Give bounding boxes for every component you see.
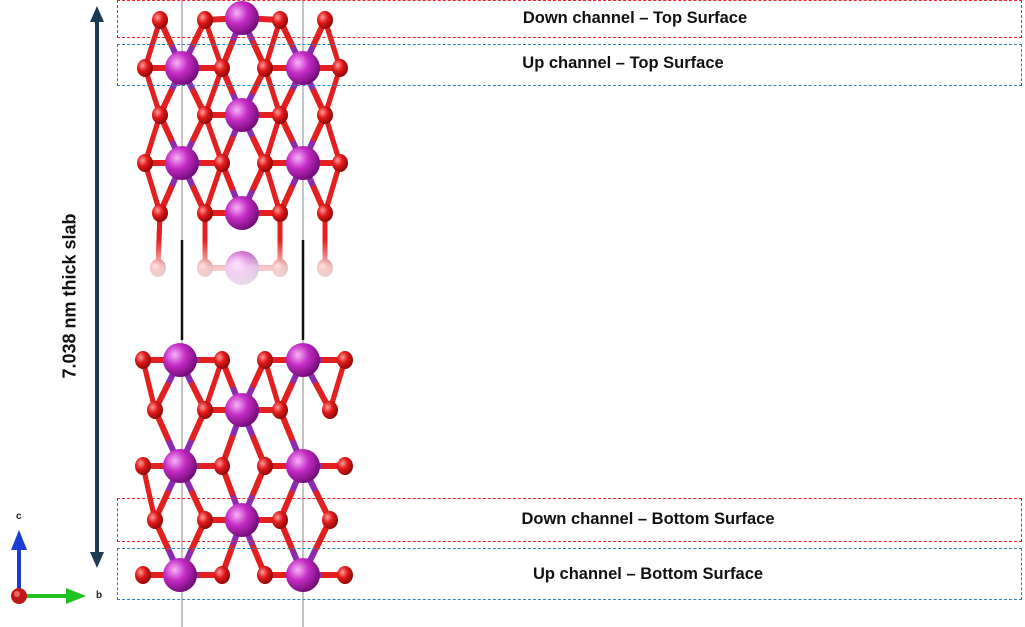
axis-label-c: c <box>16 511 22 522</box>
gap-cell-lines <box>180 240 305 340</box>
region-up-bottom <box>117 548 1022 600</box>
axis-indicator <box>11 530 86 604</box>
oxygen-atom <box>135 457 151 475</box>
metal-atom <box>165 51 199 85</box>
thickness-arrow <box>90 6 104 568</box>
oxygen-atom <box>152 204 168 222</box>
oxygen-atom <box>214 154 230 172</box>
region-up-top <box>117 44 1022 86</box>
metal-atom <box>286 51 320 85</box>
label-down-top: Down channel – Top Surface <box>522 9 748 27</box>
oxygen-atom <box>214 457 230 475</box>
oxygen-atom <box>197 511 213 529</box>
thickness-label: 7.038 nm thick slab <box>59 213 80 379</box>
oxygen-atom <box>257 566 273 584</box>
oxygen-atom <box>317 11 333 29</box>
metal-atom <box>286 558 320 592</box>
region-down-top <box>117 0 1022 38</box>
oxygen-atom <box>337 566 353 584</box>
oxygen-atom <box>257 457 273 475</box>
oxygen-atom <box>322 401 338 419</box>
oxygen-atom <box>317 106 333 124</box>
oxygen-atom <box>322 511 338 529</box>
oxygen-atom <box>214 351 230 369</box>
metal-atom <box>225 503 259 537</box>
oxygen-atom <box>197 401 213 419</box>
axis-label-b: b <box>96 590 103 601</box>
label-up-top: Up channel – Top Surface <box>522 54 724 72</box>
metal-atom <box>225 196 259 230</box>
metal-atom <box>163 343 197 377</box>
oxygen-atom <box>272 106 288 124</box>
oxygen-atom <box>272 511 288 529</box>
oxygen-atom <box>337 457 353 475</box>
oxygen-atom <box>257 59 273 77</box>
metal-atom <box>163 449 197 483</box>
oxygen-atom <box>257 351 273 369</box>
oxygen-atom <box>214 59 230 77</box>
label-down-bottom: Down channel – Bottom Surface <box>521 510 775 528</box>
metal-atom <box>286 449 320 483</box>
oxygen-atom <box>137 154 153 172</box>
label-up-bottom: Up channel – Bottom Surface <box>532 565 764 583</box>
oxygen-atom <box>197 11 213 29</box>
region-down-bottom <box>117 498 1022 542</box>
oxygen-atom <box>272 204 288 222</box>
metal-atom <box>163 558 197 592</box>
oxygen-atom <box>272 401 288 419</box>
oxygen-atom <box>135 566 151 584</box>
metal-atom <box>225 98 259 132</box>
oxygen-atom <box>317 204 333 222</box>
metal-atom <box>286 343 320 377</box>
oxygen-atom <box>332 154 348 172</box>
oxygen-atom <box>147 511 163 529</box>
metal-atom <box>286 146 320 180</box>
oxygen-atom <box>197 106 213 124</box>
oxygen-atom <box>137 59 153 77</box>
oxygen-atom <box>135 351 151 369</box>
oxygen-atom <box>272 11 288 29</box>
oxygen-atom <box>152 11 168 29</box>
oxygen-atom <box>197 204 213 222</box>
oxygen-atom <box>214 566 230 584</box>
metal-atom <box>225 393 259 427</box>
bond <box>140 463 158 523</box>
oxygen-atom <box>337 351 353 369</box>
metal-atom <box>165 146 199 180</box>
oxygen-atom <box>332 59 348 77</box>
metal-atom <box>225 1 259 35</box>
oxygen-atom <box>257 154 273 172</box>
oxygen-atom <box>147 401 163 419</box>
oxygen-atom <box>152 106 168 124</box>
fade-overlay <box>115 240 385 330</box>
